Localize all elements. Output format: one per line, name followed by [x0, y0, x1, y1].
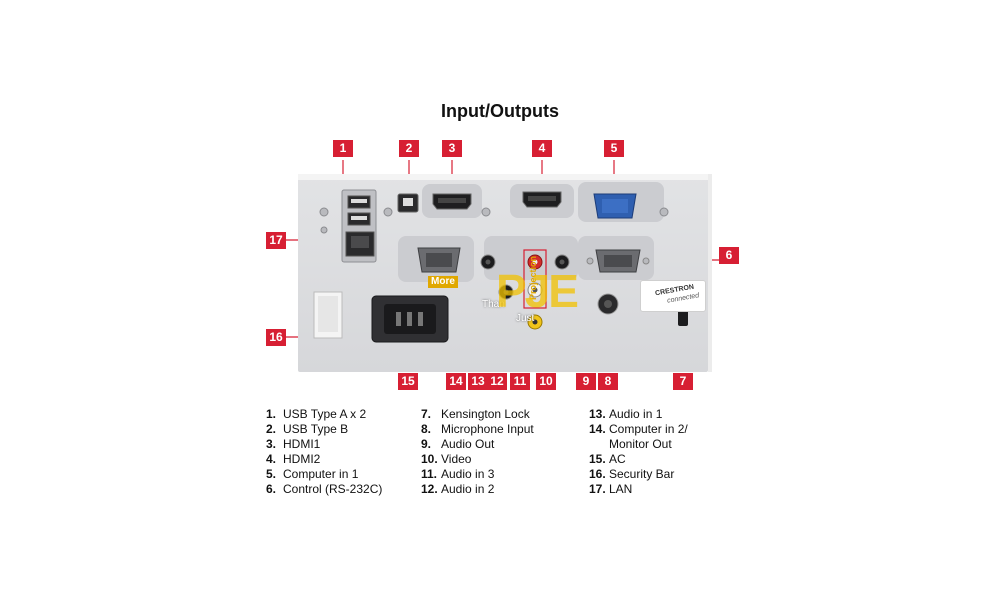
- legend-column-2: 7.Kensington Lock 8.Microphone Input 9.A…: [421, 407, 534, 497]
- badge-4: 4: [532, 140, 552, 157]
- legend-column-1: 1.USB Type A x 2 2.USB Type B 3.HDMI1 4.…: [266, 407, 382, 497]
- legend-item: 9.Audio Out: [421, 437, 495, 451]
- badge-1: 1: [333, 140, 353, 157]
- crestron-logo: CRESTRON connected: [640, 280, 706, 312]
- badge-8: 8: [598, 373, 618, 390]
- badge-9: 9: [576, 373, 596, 390]
- legend-item: 13.Audio in 1: [589, 407, 663, 421]
- legend-item: 1.USB Type A x 2: [266, 407, 367, 421]
- badge-6: 6: [719, 247, 739, 264]
- screw: [320, 226, 328, 234]
- watermark-than: Than: [482, 299, 505, 310]
- panel-top-edge: [298, 174, 708, 180]
- badge-2: 2: [399, 140, 419, 157]
- legend-item: 15.AC: [589, 452, 626, 466]
- legend-item: Monitor Out: [609, 437, 672, 451]
- badge-3: 3: [442, 140, 462, 157]
- screw: [659, 207, 669, 217]
- legend-item: 4.HDMI2: [266, 452, 321, 466]
- screw: [383, 207, 393, 217]
- badge-12: 12: [487, 373, 507, 390]
- badge-17: 17: [266, 232, 286, 249]
- legend-item: 12.Audio in 2: [421, 482, 495, 496]
- badge-5: 5: [604, 140, 624, 157]
- kensington-lock-slot: [678, 310, 688, 326]
- page-title: Input/Outputs: [441, 101, 559, 121]
- legend-item: 6.Control (RS-232C): [266, 482, 383, 496]
- legend-item: 7.Kensington Lock: [421, 407, 530, 421]
- badge-16: 16: [266, 329, 286, 346]
- badge-15: 15: [398, 373, 418, 390]
- watermark-more: More: [428, 276, 458, 288]
- badge-7: 7: [673, 373, 693, 390]
- screw: [319, 207, 329, 217]
- watermark-just: Just: [516, 313, 535, 324]
- legend-item: 16.Security Bar: [589, 467, 675, 481]
- legend-item: 2.USB Type B: [266, 422, 349, 436]
- badge-13: 13: [468, 373, 488, 390]
- legend-item: 8.Microphone Input: [421, 422, 534, 436]
- badge-10: 10: [536, 373, 556, 390]
- watermark-logo: PJE: [496, 265, 579, 317]
- legend-item: 5.Computer in 1: [266, 467, 359, 481]
- legend-item: 11.Audio in 3: [421, 467, 495, 481]
- legend-item: 14.Computer in 2/: [589, 422, 688, 436]
- screw: [481, 207, 491, 217]
- badge-14: 14: [446, 373, 466, 390]
- badge-11: 11: [510, 373, 530, 390]
- legend-item: 3.HDMI1: [266, 437, 321, 451]
- legend-item: 17.LAN: [589, 482, 633, 496]
- legend-column-3: 13.Audio in 1 14.Computer in 2/ Monitor …: [589, 407, 688, 497]
- panel-right-edge: [708, 174, 712, 372]
- legend-item: 10.Video: [421, 452, 472, 466]
- audio-in-3-frame: [523, 249, 547, 309]
